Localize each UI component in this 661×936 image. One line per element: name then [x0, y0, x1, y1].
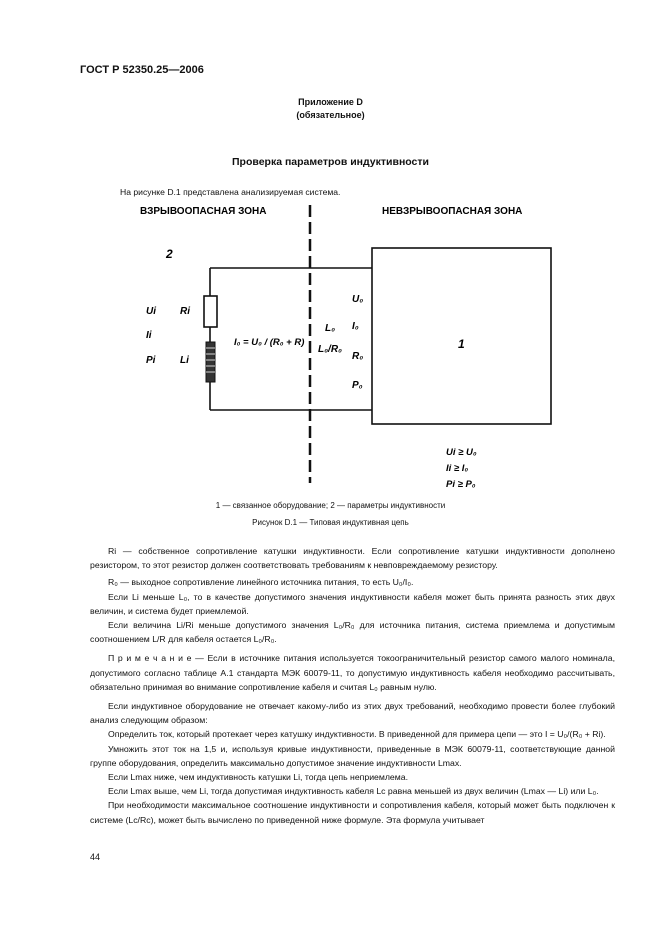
inductive-circuit-figure: ВЗРЫВООПАСНАЯ ЗОНА НЕВЗРЫВООПАСНАЯ ЗОНА …: [140, 205, 552, 490]
paragraph: Умножить этот ток на 1,5 и, используя кр…: [90, 743, 615, 768]
label-inductance-params: 2: [165, 247, 173, 261]
condition-power: Pi ≥ P₀: [446, 479, 476, 490]
param-ui: Ui: [146, 306, 156, 317]
figure-legend: 1 — связанное оборудование; 2 — параметр…: [215, 501, 446, 510]
annex-status: (обязательное): [296, 110, 365, 120]
param-l0-r0: L₀/R₀: [318, 344, 342, 355]
paragraph: Ri — собственное сопротивление катушки и…: [90, 546, 615, 571]
param-r0: R₀: [352, 351, 363, 362]
inductor-coil-icon: [205, 341, 216, 383]
label-associated-equipment: 1: [458, 337, 465, 351]
section-title: Проверка параметров индуктивности: [232, 156, 429, 168]
param-pi: Pi: [146, 355, 156, 366]
paragraph: Если величина Li/Ri меньше допустимого з…: [90, 620, 615, 645]
paragraph: Если Lmax выше, чем Li, тогда допустимая…: [108, 786, 599, 797]
body-text: Ri — собственное сопротивление катушки и…: [90, 544, 615, 827]
document-header: ГОСТ Р 52350.25—2006: [80, 64, 204, 76]
intro-text: На рисунке D.1 представлена анализируема…: [120, 187, 341, 197]
param-p0: P₀: [352, 380, 363, 391]
param-l0: L₀: [325, 323, 335, 334]
paragraph: Если Lmax ниже, чем индуктивность катушк…: [108, 772, 408, 783]
param-u0: U₀: [352, 294, 363, 305]
condition-current: Ii ≥ I₀: [446, 463, 468, 474]
page-number: 44: [90, 852, 101, 862]
zone-hazardous-label: ВЗРЫВООПАСНАЯ ЗОНА: [140, 206, 267, 217]
component-li: Li: [180, 355, 189, 366]
zone-safe-label: НЕВЗРЫВООПАСНАЯ ЗОНА: [382, 206, 522, 217]
figure-caption: Рисунок D.1 — Типовая индуктивная цепь: [252, 518, 409, 527]
resistor-icon: [203, 295, 218, 328]
paragraph: Определить ток, который протекает через …: [108, 729, 606, 740]
associated-equipment-box: [371, 247, 552, 425]
paragraph: При необходимости максимальное соотношен…: [90, 800, 615, 825]
paragraph: Если индуктивное оборудование не отвечае…: [90, 701, 615, 726]
annex-title: Приложение D: [298, 97, 363, 107]
component-ri: Ri: [180, 306, 190, 317]
paragraph: Если Li меньше L₀, то в качестве допусти…: [90, 591, 615, 616]
param-i0: I₀: [352, 321, 359, 332]
condition-voltage: Ui ≥ U₀: [446, 447, 477, 458]
param-ii: Ii: [146, 330, 152, 341]
note-paragraph: П р и м е ч а н и е — Если в источнике п…: [90, 653, 615, 692]
current-formula: I₀ = U₀ / (R₀ + R): [234, 337, 304, 348]
paragraph: R₀ — выходное сопротивление линейного ис…: [108, 577, 414, 588]
